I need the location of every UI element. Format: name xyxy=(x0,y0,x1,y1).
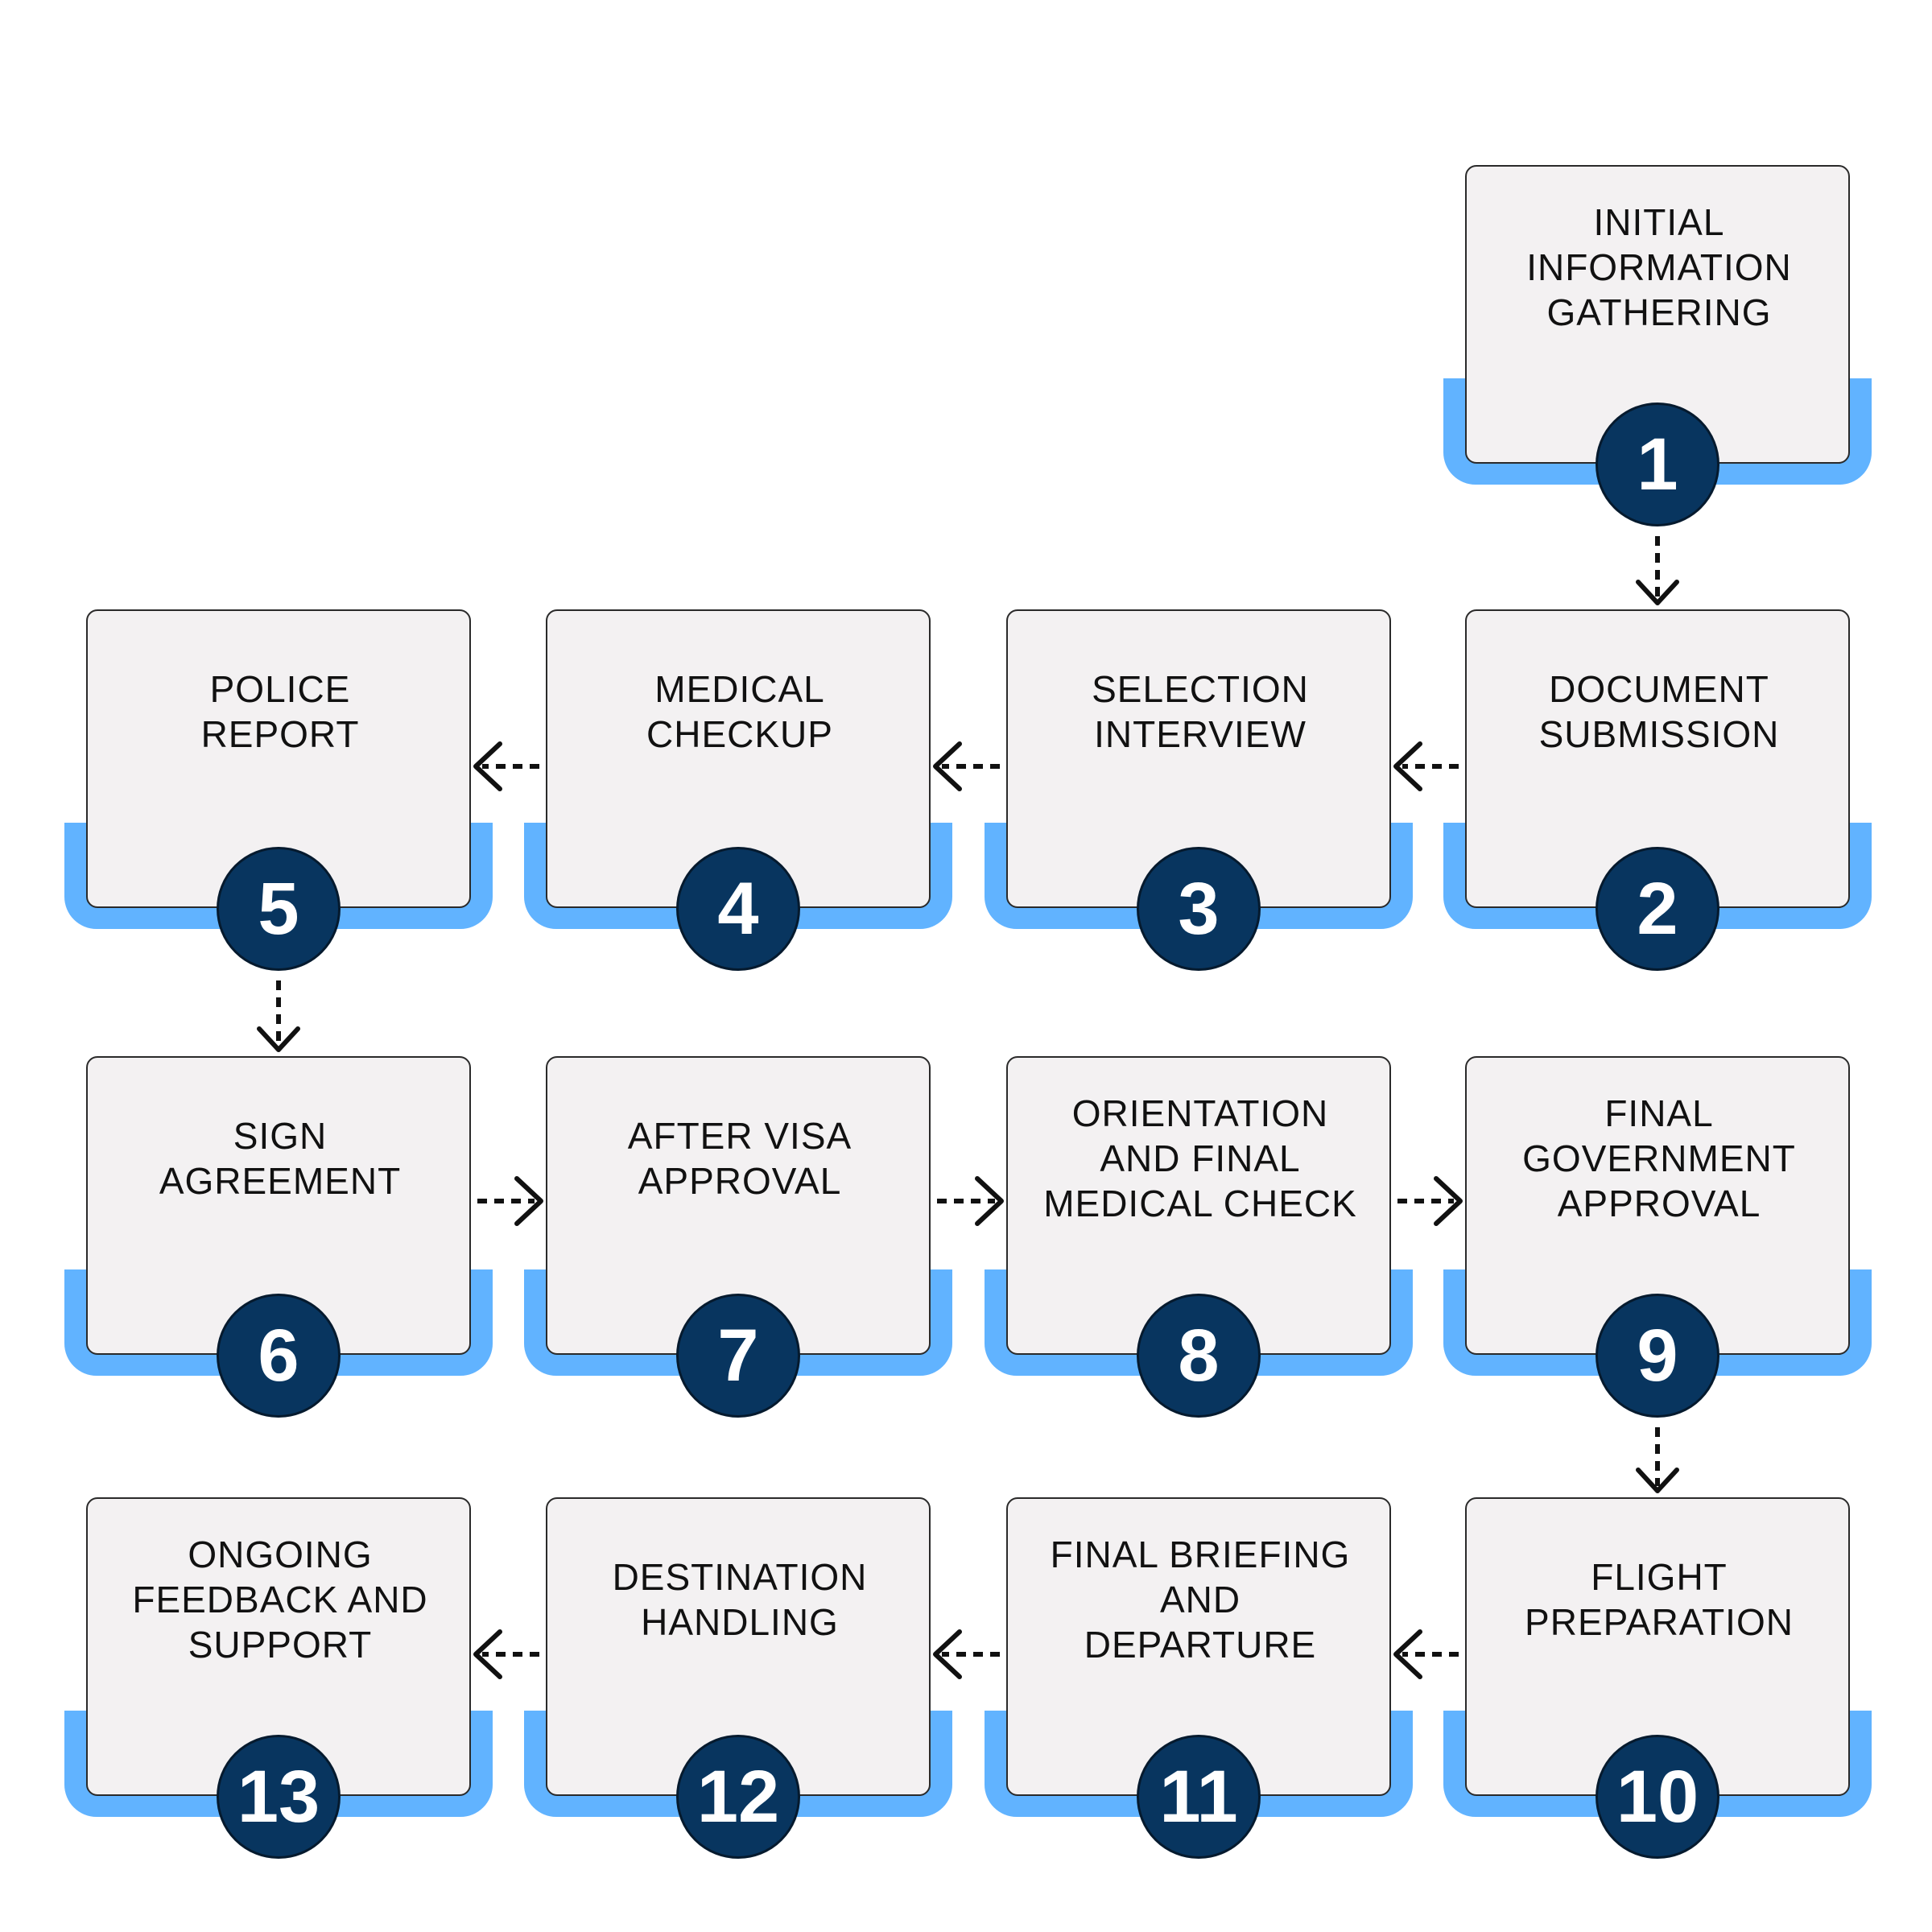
connector-arrow-9-to-10 xyxy=(1636,1427,1679,1493)
step-number-badge: 11 xyxy=(1137,1735,1261,1859)
step-number-badge: 4 xyxy=(676,847,800,971)
step-number-badge: 8 xyxy=(1137,1294,1261,1418)
step-number-badge: 5 xyxy=(217,847,341,971)
step-number-badge: 13 xyxy=(217,1735,341,1859)
connector-arrow-10-to-11 xyxy=(1393,1629,1459,1679)
connector-arrow-11-to-12 xyxy=(933,1629,1000,1679)
connector-arrow-7-to-8 xyxy=(937,1176,1004,1226)
step-number-badge: 7 xyxy=(676,1294,800,1418)
connector-arrow-4-to-5 xyxy=(473,741,539,791)
connector-arrow-6-to-7 xyxy=(477,1176,543,1226)
step-number-badge: 1 xyxy=(1596,402,1719,526)
connector-arrow-2-to-3 xyxy=(1393,741,1459,791)
step-number-badge: 9 xyxy=(1596,1294,1719,1418)
connector-arrow-3-to-4 xyxy=(933,741,1000,791)
step-number-badge: 2 xyxy=(1596,847,1719,971)
connector-arrow-1-to-2 xyxy=(1636,536,1679,605)
step-number-badge: 6 xyxy=(217,1294,341,1418)
connector-arrow-8-to-9 xyxy=(1397,1176,1463,1226)
connector-arrow-5-to-6 xyxy=(257,980,300,1052)
step-number-badge: 3 xyxy=(1137,847,1261,971)
step-number-badge: 10 xyxy=(1596,1735,1719,1859)
connector-arrow-12-to-13 xyxy=(473,1629,539,1679)
step-number-badge: 12 xyxy=(676,1735,800,1859)
